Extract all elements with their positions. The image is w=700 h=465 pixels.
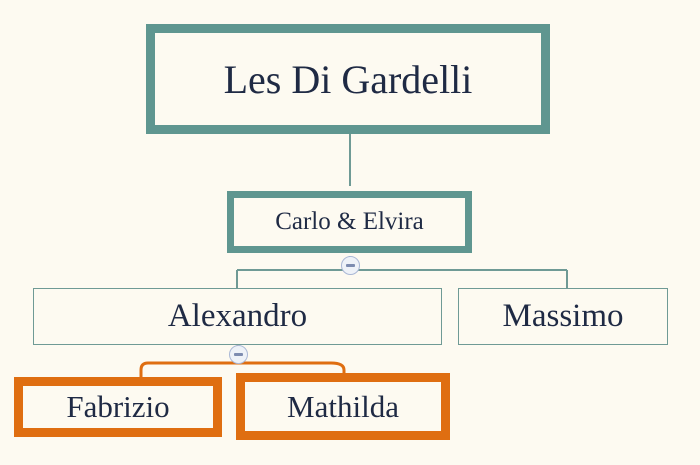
tree-node-alexandro[interactable]: Alexandro bbox=[33, 288, 442, 345]
collapse-minus-icon-couple[interactable] bbox=[341, 256, 360, 275]
tree-node-massimo[interactable]: Massimo bbox=[458, 288, 668, 345]
edge-couple-children bbox=[236, 256, 568, 290]
tree-node-label: Massimo bbox=[502, 298, 624, 334]
minus-glyph bbox=[346, 264, 355, 267]
tree-node-label: Carlo & Elvira bbox=[275, 208, 424, 235]
collapse-minus-icon-alexandro[interactable] bbox=[229, 345, 248, 364]
tree-node-label: Alexandro bbox=[167, 298, 308, 334]
tree-node-label: Mathilda bbox=[287, 388, 399, 424]
tree-node-mathilda[interactable]: Mathilda bbox=[236, 373, 450, 440]
tree-node-couple[interactable]: Carlo & Elvira bbox=[227, 191, 472, 253]
minus-glyph bbox=[234, 353, 243, 356]
tree-node-root[interactable]: Les Di Gardelli bbox=[146, 24, 550, 134]
tree-node-label: Fabrizio bbox=[66, 389, 170, 424]
tree-node-label: Les Di Gardelli bbox=[223, 56, 473, 102]
tree-node-fabrizio[interactable]: Fabrizio bbox=[14, 377, 222, 437]
